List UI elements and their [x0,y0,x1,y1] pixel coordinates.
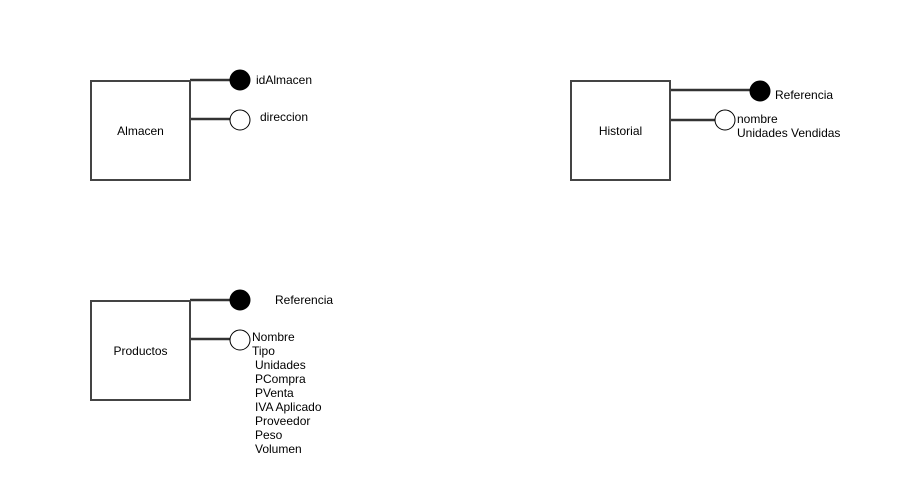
entity-productos[interactable]: Productos [90,300,191,401]
productos-attribute-label: Tipo [252,344,275,358]
productos-attribute-dot[interactable] [229,329,251,351]
almacen-attribute-dot[interactable] [229,109,251,131]
historial-attribute-label: Unidades Vendidas [737,126,841,140]
productos-attribute-label: Unidades [255,358,306,372]
historial-key-attribute-label: Referencia [775,88,834,102]
productos-attribute-label: Nombre [252,330,295,344]
historial-attribute-dot[interactable] [714,109,736,131]
historial-attribute-label: nombre [737,112,778,126]
entity-historial[interactable]: Historial [570,80,671,181]
entity-almacen-label: Almacen [117,123,164,138]
productos-attribute-label: PVenta [255,386,294,400]
almacen-attribute-label: direccion [260,110,309,124]
almacen-key-attribute-label: idAlmacen [256,73,313,87]
productos-key-attribute-label: Referencia [275,293,334,307]
entity-almacen[interactable]: Almacen [90,80,191,181]
productos-attribute-label: IVA Aplicado [255,400,322,414]
productos-attribute-label: PCompra [255,372,306,386]
entity-productos-label: Productos [113,343,168,358]
almacen-key-attribute-dot[interactable] [229,69,251,91]
historial-key-attribute-dot[interactable] [749,80,771,102]
productos-attribute-label: Volumen [255,442,302,456]
entity-historial-label: Historial [598,123,643,138]
productos-attribute-label: Peso [255,428,283,442]
productos-attribute-label: Proveedor [255,414,311,428]
productos-key-attribute-dot[interactable] [229,289,251,311]
